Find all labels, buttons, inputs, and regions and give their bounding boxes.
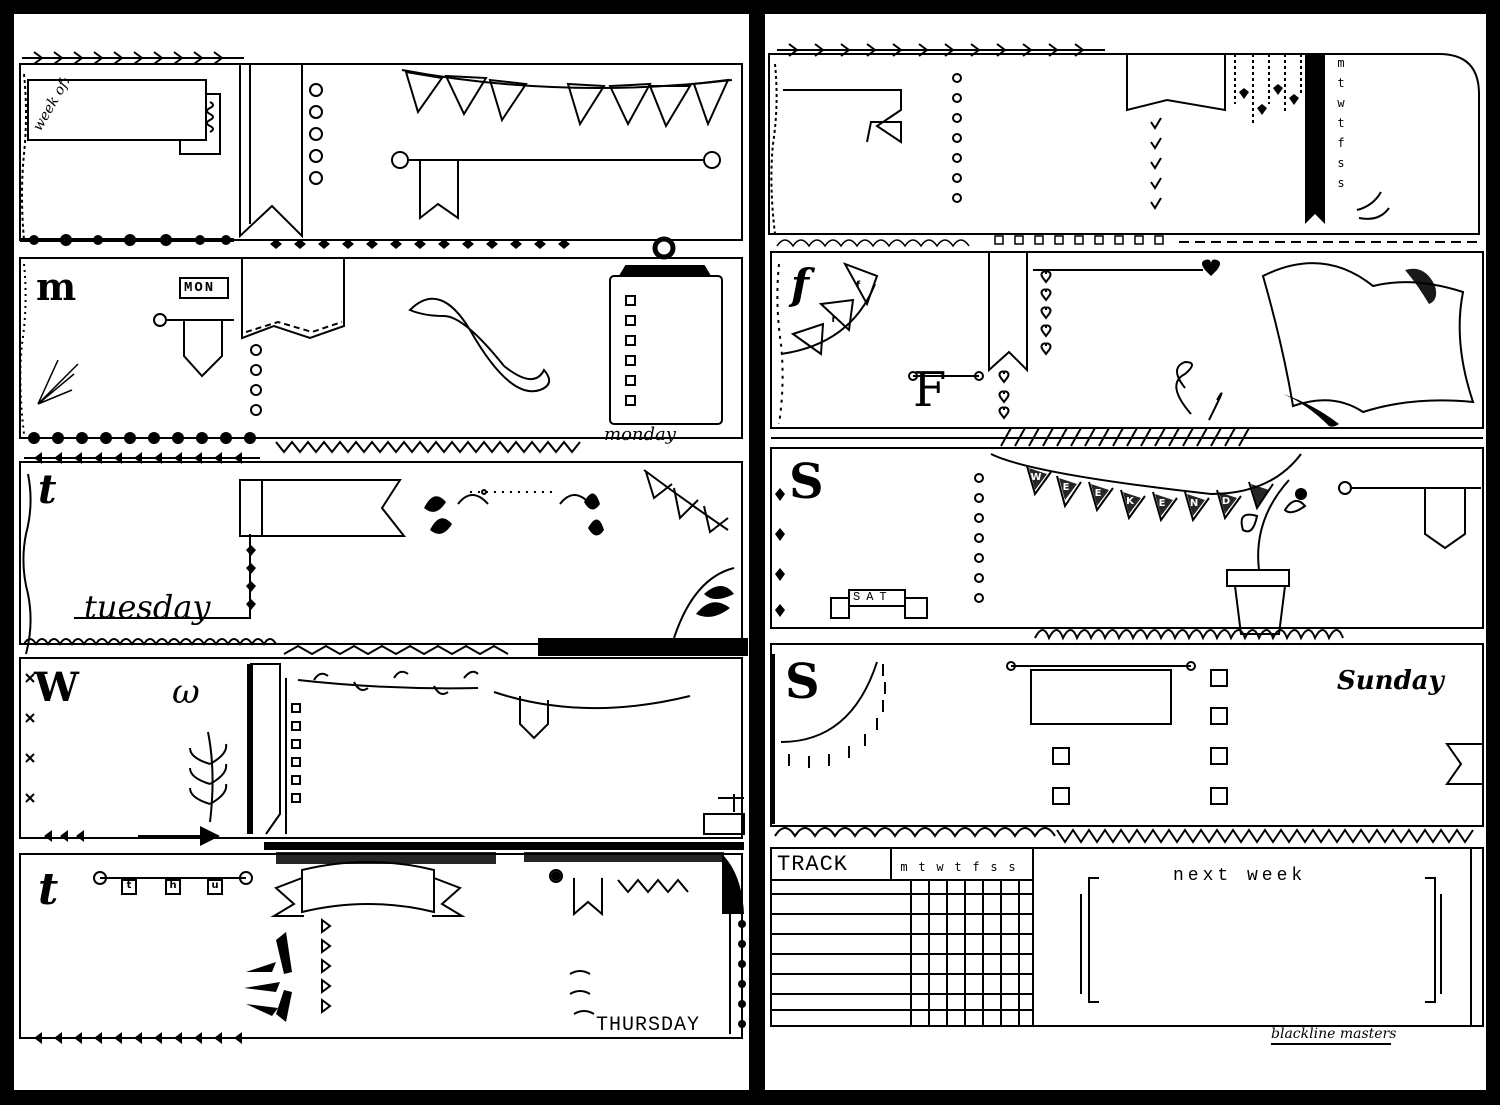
monday-initial: m [36,264,77,309]
tuesday-initial: t [38,466,57,513]
sunday-label: Sunday [1337,666,1444,696]
tracker-col-t1: t [918,860,926,874]
tracker-col-s2: s [1008,860,1016,874]
right-planner-page: m t w t f s s f f r F S SAT W E E K E N … [765,14,1486,1090]
weekday-initial-f: f [1337,136,1345,150]
tracker-title: TRACK [777,852,849,877]
wednesday-swirl: ω [172,672,200,712]
monday-label: monday [604,424,676,445]
thursday-letter-u: u [211,880,219,891]
thursday-letter-h: h [169,880,177,891]
left-planner-page: week of: m MON monday t tuesday W ω t t … [14,14,749,1090]
weekday-initial-w: w [1337,96,1345,110]
saturday-initial: S [789,454,824,510]
tuesday-label: tuesday [84,588,211,626]
thursday-label: THURSDAY [596,1014,701,1037]
bunting-letter-e3: E [1158,498,1166,509]
saturday-tag: SAT [853,590,893,604]
friday-pennant-f: f [855,280,861,291]
bunting-letter-e1: E [1062,482,1070,493]
tracker-col-m: m [900,860,908,874]
thursday-initial: t [38,864,59,915]
next-week-label: next week [1173,866,1307,886]
friday-monogram: F [913,362,947,418]
tracker-col-f: f [972,860,980,874]
weekday-initial-s2: s [1337,176,1345,190]
left-page-doodles [19,51,748,1044]
bunting-letter-w: W [1030,472,1042,483]
thursday-letter-t: t [126,880,132,891]
weekday-initial-t1: t [1337,76,1345,90]
wednesday-initial: W [34,664,79,711]
weekday-initial-m: m [1337,56,1345,70]
friday-initial: f [791,260,810,309]
tracker-col-t2: t [954,860,962,874]
friday-pennant-r: r [831,314,837,325]
monday-tag: MON [184,280,216,296]
signature: blackline masters [1271,1026,1397,1042]
weekday-initial-t2: t [1337,116,1345,130]
right-page-doodles [768,43,1484,1045]
bunting-letter-k: K [1126,496,1134,507]
week-box [19,63,743,241]
tracker-col-w: w [936,860,944,874]
tracker-col-s1: s [990,860,998,874]
sunday-initial: S [785,654,820,710]
bunting-letter-n: N [1189,498,1199,509]
bunting-letter-d: D [1221,496,1231,507]
weekday-initial-s1: s [1337,156,1345,170]
bunting-letter-e2: E [1094,488,1102,499]
